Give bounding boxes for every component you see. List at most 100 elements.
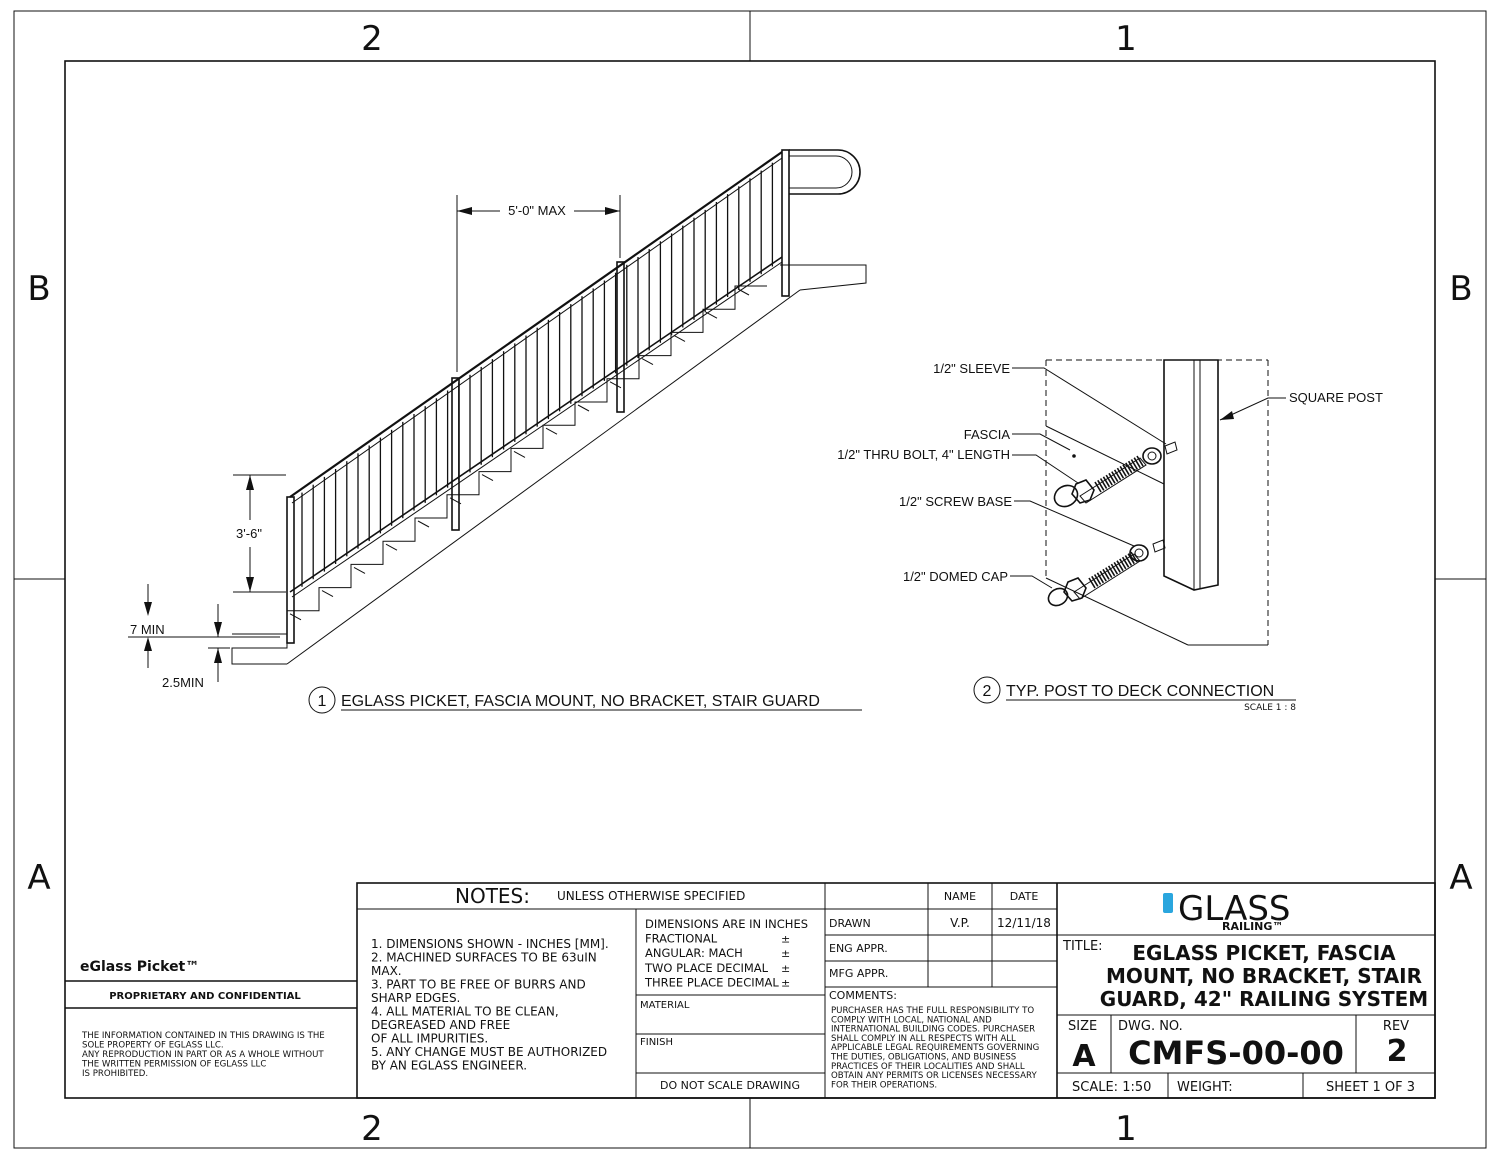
thread-line xyxy=(1127,553,1135,565)
dim-arrow xyxy=(246,577,254,592)
drawn-date: 12/11/18 xyxy=(997,916,1051,930)
logo-text: GLASS xyxy=(1178,889,1291,929)
tolerance-sign: ± xyxy=(781,947,790,960)
post-middle-2 xyxy=(616,261,625,413)
text-line: DEGREASED AND FREE xyxy=(371,1018,510,1032)
text-line: APPLICABLE LEGAL REQUIREMENTS GOVERNING xyxy=(831,1043,1039,1053)
leader-sleeve xyxy=(1012,367,1167,445)
tolerance-line: DIMENSIONS ARE IN INCHES xyxy=(645,917,808,931)
domed-cap-upper xyxy=(1053,484,1079,508)
thread-line xyxy=(1099,478,1108,489)
zone-label-bottom-right: 1 xyxy=(1115,1109,1137,1149)
comments-text: PURCHASER HAS THE FULL RESPONSIBILITY TO… xyxy=(830,1006,1039,1090)
stair-tread-edge xyxy=(353,566,366,574)
thread-line xyxy=(1133,457,1141,469)
thread-line xyxy=(1099,570,1107,582)
stair-tread-edge xyxy=(321,590,334,598)
stair-step-profile xyxy=(286,285,767,634)
zone-label-left-a: A xyxy=(27,858,50,898)
post-top xyxy=(781,149,790,297)
stair-railing-view: 5'-0" MAX 3'-6" 7 MIN 2.5MIN 1 EGLASS PI… xyxy=(128,149,867,714)
thread-line xyxy=(1119,558,1127,570)
fascia-bottom-edge xyxy=(1045,577,1189,646)
view-number-circle xyxy=(973,676,1001,704)
title-line-2: MOUNT, NO BRACKET, STAIR xyxy=(1106,964,1422,988)
text-line: OBTAIN ANY PERMITS OR LICENSES NECESSARY xyxy=(831,1071,1037,1081)
stair-tread-edge xyxy=(641,358,654,366)
zone-label-right-a: A xyxy=(1449,858,1472,898)
handrail-return xyxy=(789,149,861,195)
weight-label: WEIGHT: xyxy=(1177,1080,1233,1095)
thread-line xyxy=(1094,481,1102,493)
dim-arrow xyxy=(605,207,620,215)
zone-label-top-right: 1 xyxy=(1115,19,1137,59)
text-line: IS PROHIBITED. xyxy=(82,1069,148,1079)
handrail-return-inner xyxy=(789,155,853,189)
thread-line xyxy=(1105,474,1113,486)
rev-label: REV xyxy=(1383,1019,1409,1034)
leader-domed-cap xyxy=(1010,575,1053,589)
title-line-1: EGLASS PICKET, FASCIA xyxy=(1132,941,1396,965)
scale-value: SCALE: 1:50 xyxy=(1072,1080,1151,1095)
tolerance-sign: ± xyxy=(781,976,790,989)
thread-line xyxy=(1119,465,1127,477)
do-not-scale-label: DO NOT SCALE DRAWING xyxy=(660,1079,800,1092)
post-middle-1 xyxy=(451,377,460,531)
date-header: DATE xyxy=(1010,890,1039,903)
thread-line xyxy=(1096,572,1105,584)
text-line: 4. ALL MATERIAL TO BE CLEAN, xyxy=(371,1005,559,1019)
text-line: THE WRITTEN PERMISSION OF EGLASS LLC xyxy=(81,1060,266,1070)
view-number-circle xyxy=(308,686,336,714)
thread-line xyxy=(1107,565,1116,577)
thru-bolt-upper xyxy=(1079,457,1147,504)
stair-tread-edge xyxy=(289,613,302,621)
dim-arrow xyxy=(214,648,222,663)
thread-line xyxy=(1091,575,1099,587)
material-label: MATERIAL xyxy=(640,1000,690,1011)
sleeve-lower xyxy=(1152,539,1166,553)
title-line-3: GUARD, 42" RAILING SYSTEM xyxy=(1100,987,1428,1011)
name-header: NAME xyxy=(944,890,976,903)
tolerance-line: TWO PLACE DECIMAL xyxy=(644,961,769,975)
leader-arrow xyxy=(1220,411,1234,420)
logo-subtext: RAILING™ xyxy=(1222,920,1283,933)
thread-line xyxy=(1124,555,1133,566)
thread-line xyxy=(1113,561,1121,573)
leader-screw-base xyxy=(1014,500,1135,547)
dim-2-5min-label: 2.5MIN xyxy=(162,675,204,690)
text-line: PURCHASER HAS THE FULL RESPONSIBILITY TO xyxy=(831,1006,1034,1016)
connection-detail-view: 1/2" SLEEVE FASCIA 1/2" THRU BOLT, 4" LE… xyxy=(837,359,1383,713)
text-line: FOR THEIR OPERATIONS. xyxy=(831,1080,937,1090)
text-line: SHARP EDGES. xyxy=(371,991,460,1005)
bolt-thread xyxy=(1094,455,1144,493)
screw-base-upper xyxy=(1142,447,1162,465)
pickets xyxy=(301,162,774,587)
notes-subtitle: UNLESS OTHERWISE SPECIFIED xyxy=(557,889,745,903)
dwg-no-value: CMFS-00-00 xyxy=(1128,1034,1344,1072)
stair-tread-edge xyxy=(385,543,398,551)
bottom-rail-edge xyxy=(291,261,783,598)
text-line: MAX. xyxy=(371,964,402,978)
text-line: 2. MACHINED SURFACES TO BE 63uIN xyxy=(371,951,597,965)
thread-line xyxy=(1093,574,1102,585)
square-post xyxy=(1163,359,1219,591)
legal-text: THE INFORMATION CONTAINED IN THIS DRAWIN… xyxy=(81,1031,325,1079)
callout-screw-base: 1/2" SCREW BASE xyxy=(899,494,1012,509)
tb-box xyxy=(356,882,1436,1099)
leader-fascia xyxy=(1012,433,1071,451)
tolerance-list: DIMENSIONS ARE IN INCHESFRACTIONAL±ANGUL… xyxy=(644,917,808,989)
text-line: THE INFORMATION CONTAINED IN THIS DRAWIN… xyxy=(81,1031,325,1041)
logo-mark xyxy=(1163,893,1173,913)
stair-tread-edge xyxy=(673,334,686,342)
notes-title: NOTES: xyxy=(455,884,530,908)
sleeve-upper xyxy=(1164,441,1178,455)
title-block: eGlass Picket™ PROPRIETARY AND CONFIDENT… xyxy=(65,882,1436,1099)
comments-label: COMMENTS: xyxy=(829,989,897,1002)
stair-tread-edge xyxy=(481,474,494,482)
title-label: TITLE: xyxy=(1062,939,1103,954)
dim-arrow xyxy=(144,602,152,616)
finish-label: FINISH xyxy=(640,1037,673,1048)
thread-line xyxy=(1111,471,1119,483)
text-line: OF ALL IMPURITIES. xyxy=(371,1032,488,1046)
zone-label-bottom-left: 2 xyxy=(361,1109,383,1149)
